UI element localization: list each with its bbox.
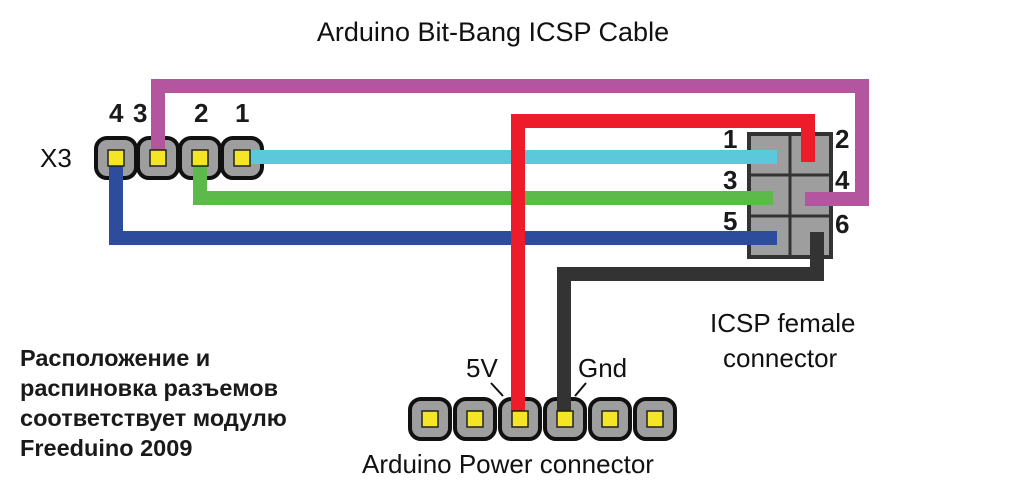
note-line: распиновка разъемов <box>20 375 279 401</box>
x3-pin-label: 4 <box>109 98 124 128</box>
power-header <box>408 397 677 441</box>
label-5v-leader <box>490 382 504 397</box>
x3-pin-contact <box>149 149 167 167</box>
x3-pin-label: 3 <box>133 98 147 128</box>
power-pin-contact <box>466 410 484 428</box>
icsp-pin-label: 2 <box>835 124 849 154</box>
icsp-pin-label: 1 <box>723 124 737 154</box>
x3-pin-label: 2 <box>194 98 208 128</box>
x3-pin-label: 1 <box>235 98 249 128</box>
power-caption: Arduino Power connector <box>362 449 654 479</box>
icsp-caption-line1: ICSP female <box>710 308 855 338</box>
power-header-contacts <box>421 410 664 428</box>
power-pin-contact <box>511 410 529 428</box>
diagram-title: Arduino Bit-Bang ICSP Cable <box>317 17 669 47</box>
wire-green <box>193 160 773 205</box>
x3-pin-contact <box>107 149 125 167</box>
x3-pin-contact <box>233 149 251 167</box>
icsp-pin-label: 5 <box>723 206 737 236</box>
power-pin-contact <box>421 410 439 428</box>
label-gnd-leader <box>574 382 587 397</box>
wire-black <box>557 232 824 412</box>
x3-pin-contact <box>191 149 209 167</box>
wire-red <box>511 114 815 412</box>
power-pin-contact <box>601 410 619 428</box>
note-line: Freeduino 2009 <box>20 435 193 461</box>
label-5v: 5V <box>466 353 498 383</box>
power-pin-contact <box>646 410 664 428</box>
note-text: Расположение и распиновка разъемов соотв… <box>20 343 287 463</box>
note-line: соответствует модулю <box>20 405 287 431</box>
label-gnd: Gnd <box>578 353 627 383</box>
note-line: Расположение и <box>20 345 211 371</box>
power-pin-contact <box>556 410 574 428</box>
icsp-caption-line2: connector <box>723 343 838 373</box>
wire-blue <box>109 160 777 245</box>
wire-purple <box>151 79 869 206</box>
icsp-pin-label: 3 <box>723 165 737 195</box>
wires <box>109 79 869 412</box>
icsp-pin-label: 6 <box>835 209 849 239</box>
x3-header-contacts <box>107 149 251 167</box>
x3-label: X3 <box>40 143 72 173</box>
icsp-pin-label: 4 <box>835 165 850 195</box>
